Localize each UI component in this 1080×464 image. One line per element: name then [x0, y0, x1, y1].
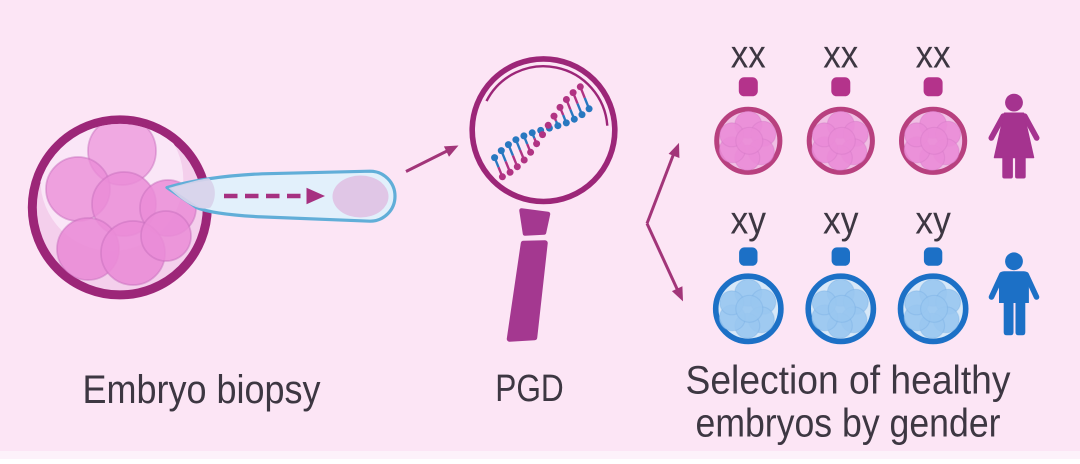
svg-text:xx: xx	[916, 34, 951, 77]
svg-text:xx: xx	[823, 34, 858, 77]
svg-text:xx: xx	[731, 34, 766, 77]
svg-text:embryos by gender: embryos by gender	[696, 402, 1001, 446]
svg-text:xy: xy	[915, 200, 951, 243]
svg-text:PGD: PGD	[495, 368, 564, 410]
svg-text:Embryo biopsy: Embryo biopsy	[83, 368, 321, 412]
svg-text:xy: xy	[823, 200, 859, 243]
svg-text:Selection of healthy: Selection of healthy	[686, 358, 1011, 402]
svg-text:xy: xy	[731, 200, 767, 243]
